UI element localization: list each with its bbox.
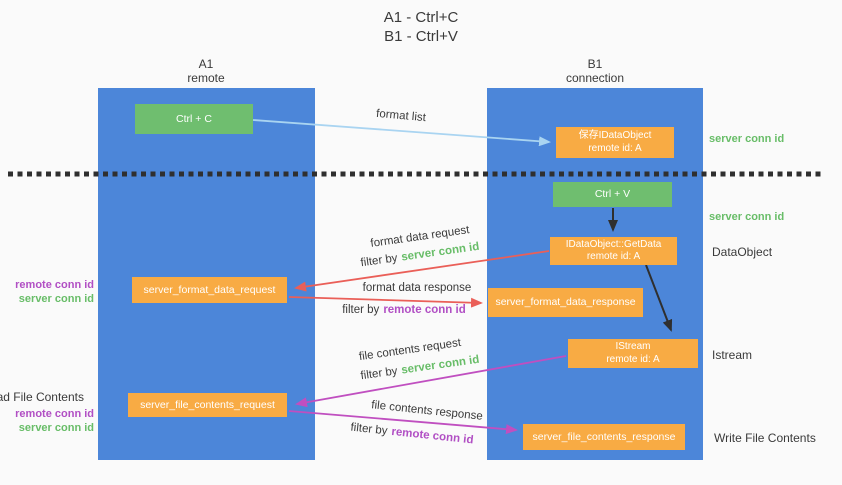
format-data-response-arrow bbox=[288, 296, 483, 308]
node-istream-line2: remote id: A bbox=[606, 353, 660, 365]
label-left-mid-remote-conn-id: remote conn id bbox=[15, 279, 94, 291]
left-mid-conn-ids: remote conn id server conn id bbox=[15, 279, 94, 306]
node-format-response-label: server_format_data_response bbox=[495, 296, 636, 309]
file-contents-response-arrow bbox=[288, 410, 518, 435]
node-server-file-contents-response: server_file_contents_response bbox=[523, 424, 685, 450]
diagram-title: A1 - Ctrl+C B1 - Ctrl+V bbox=[0, 8, 842, 46]
node-ctrl-c: Ctrl + C bbox=[135, 104, 253, 134]
label-left-bottom-server-conn-id: server conn id bbox=[18, 421, 94, 434]
label-left-mid-server-conn-id: server conn id bbox=[18, 292, 94, 305]
getdata-to-istream-arrow bbox=[645, 264, 673, 332]
title-line-2: B1 - Ctrl+V bbox=[384, 28, 458, 45]
lane-left-subtitle: remote bbox=[187, 71, 225, 85]
node-file-response-label: server_file_contents_response bbox=[532, 430, 676, 443]
node-ctrl-c-label: Ctrl + C bbox=[176, 112, 212, 125]
node-save-idataobject: 保存IDataObject remote id: A bbox=[556, 127, 674, 158]
label-format-data-response: format data response bbox=[362, 282, 472, 294]
node-istream: IStream remote id: A bbox=[568, 339, 698, 368]
node-ctrl-v: Ctrl + V bbox=[553, 182, 672, 207]
node-server-format-data-request: server_format_data_request bbox=[132, 277, 287, 303]
filter-by-text-2: filter by bbox=[342, 304, 380, 316]
lane-left-title: A1 bbox=[198, 57, 214, 71]
lane-header-left: A1 remote bbox=[146, 57, 266, 85]
node-save-line1: 保存IDataObject bbox=[578, 130, 652, 141]
node-idataobject-getdata: IDataObject::GetData remote id: A bbox=[550, 237, 677, 265]
label-write-file-contents: Write File Contents bbox=[714, 431, 816, 445]
lane-right-subtitle: connection bbox=[565, 71, 625, 85]
lane-right-title: B1 bbox=[587, 57, 603, 71]
label-read-file-contents: Read File Contents bbox=[0, 390, 84, 404]
file-contents-request-arrow bbox=[295, 355, 567, 408]
format-list-arrow bbox=[252, 119, 551, 147]
node-format-request-label: server_format_data_request bbox=[143, 283, 276, 296]
left-bottom-conn-ids: remote conn id server conn id bbox=[15, 408, 94, 435]
node-server-file-contents-request: server_file_contents_request bbox=[128, 393, 287, 417]
label-left-bottom-remote-conn-id: remote conn id bbox=[15, 408, 94, 420]
node-file-request-label: server_file_contents_request bbox=[140, 398, 275, 411]
node-save-line2: remote id: A bbox=[588, 142, 642, 154]
label-server-conn-id-top: server conn id bbox=[709, 133, 785, 145]
node-getdata-line2: remote id: A bbox=[586, 251, 641, 262]
label-istream-side: Istream bbox=[712, 348, 753, 362]
label-server-conn-id-mid: server conn id bbox=[709, 211, 785, 223]
title-line-1: A1 - Ctrl+C bbox=[383, 9, 459, 26]
remote-conn-id-text-1: remote conn id bbox=[383, 304, 466, 316]
label-dataobject: DataObject bbox=[712, 245, 773, 259]
lane-header-right: B1 connection bbox=[535, 57, 655, 85]
format-data-request-arrow bbox=[294, 250, 550, 292]
node-istream-line1: IStream bbox=[615, 341, 651, 352]
node-ctrl-v-label: Ctrl + V bbox=[594, 188, 631, 201]
node-server-format-data-response: server_format_data_response bbox=[488, 288, 643, 317]
node-getdata-line1: IDataObject::GetData bbox=[565, 238, 662, 250]
